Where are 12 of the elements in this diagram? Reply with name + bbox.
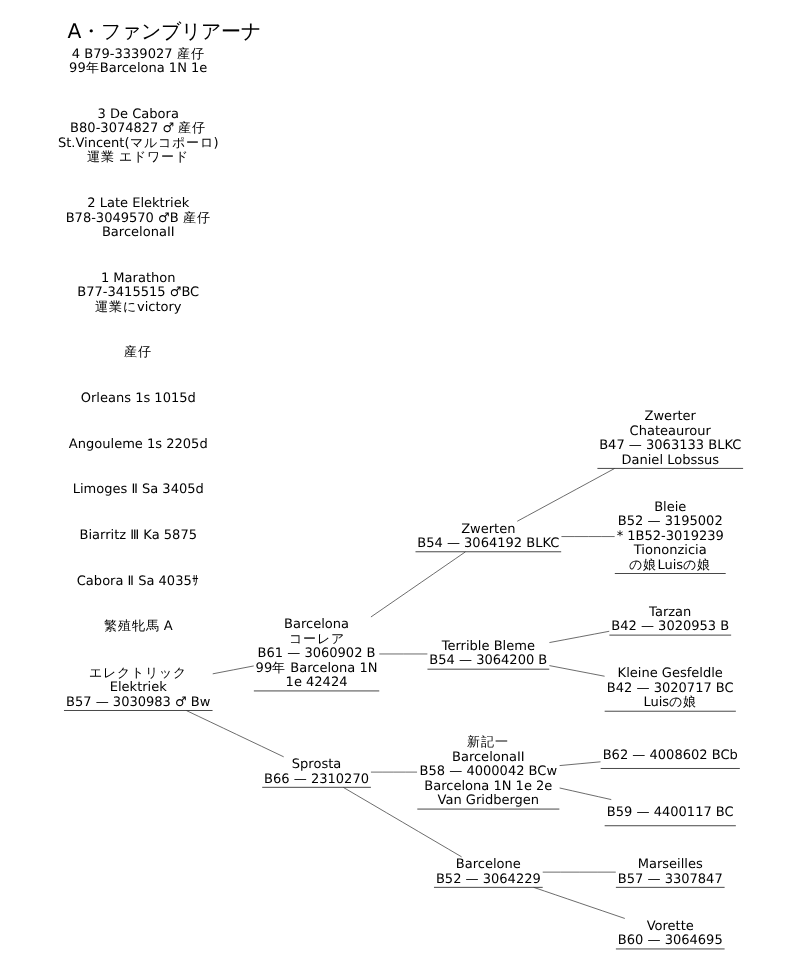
connector	[341, 787, 461, 858]
connector	[185, 710, 284, 758]
connector	[548, 665, 604, 677]
connector	[558, 787, 611, 800]
connector	[548, 630, 609, 643]
connector	[558, 761, 600, 766]
connector	[369, 551, 465, 618]
connector	[515, 468, 614, 522]
connector	[532, 887, 625, 919]
connector	[560, 536, 614, 537]
connector	[211, 665, 254, 675]
diagram-title: A・ファンブリアーナ	[66, 22, 261, 45]
